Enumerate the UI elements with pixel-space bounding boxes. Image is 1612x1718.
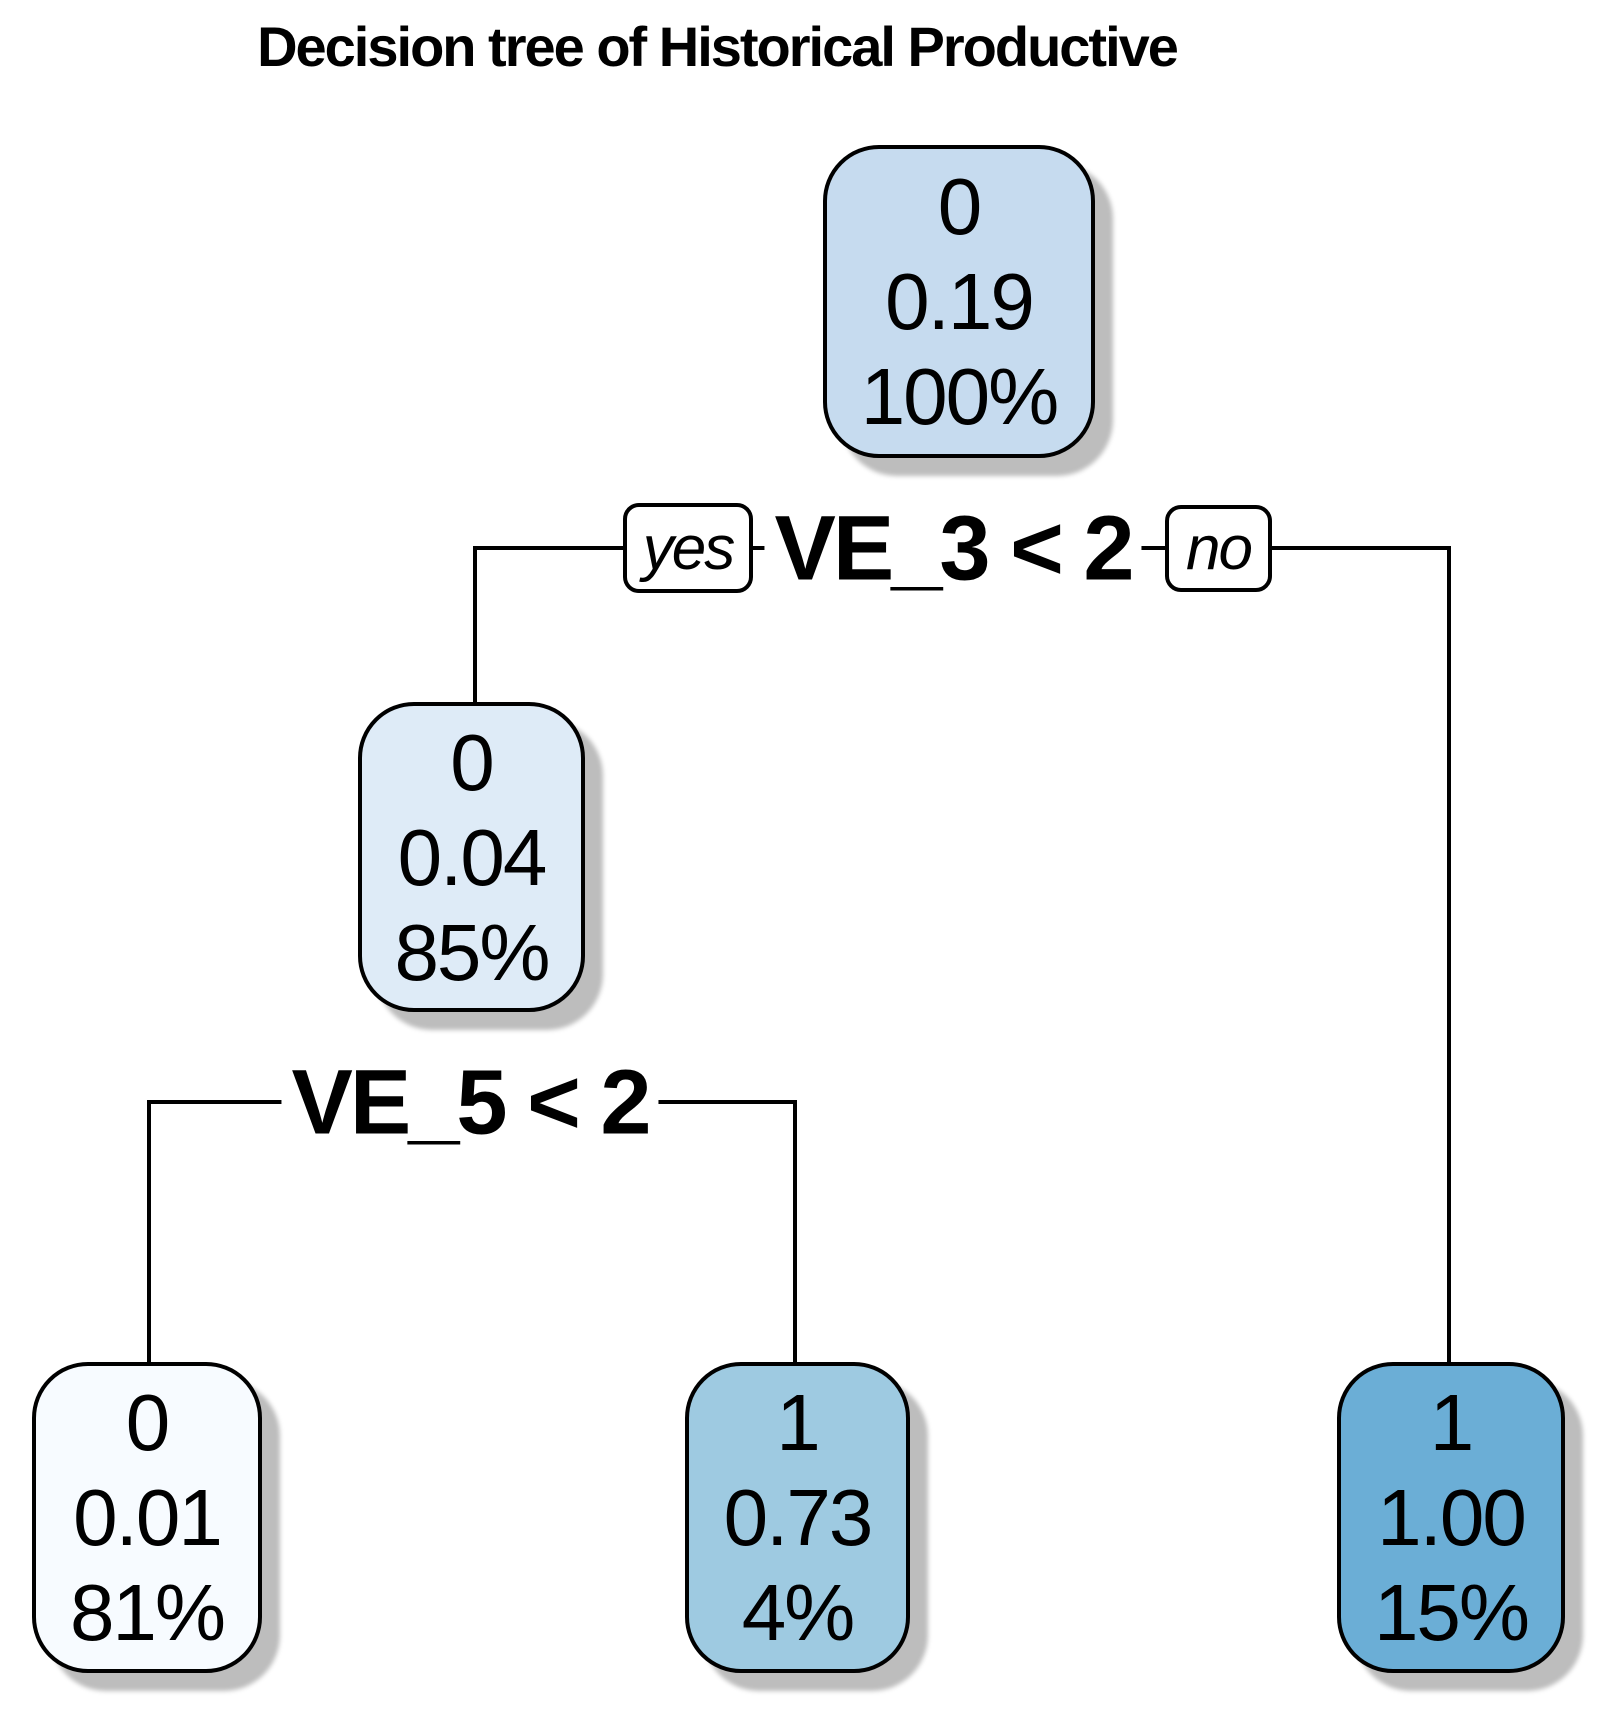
node-class-label: 1 <box>1429 1378 1474 1467</box>
node-coverage-pct: 81% <box>69 1568 226 1657</box>
yes-edge-text: yes <box>642 513 735 583</box>
tree-leaf-15: 1 1.00 15% <box>1337 1362 1565 1673</box>
node-coverage-pct: 15% <box>1373 1568 1530 1657</box>
node-coverage-pct: 85% <box>394 907 550 997</box>
split-condition-ve5: VE_5 < 2 <box>281 1050 659 1156</box>
branch-vline-second-no <box>793 1100 797 1364</box>
node-probability: 0.01 <box>73 1473 223 1562</box>
split-condition-ve3: VE_3 < 2 <box>764 496 1142 602</box>
branch-vline-second-yes <box>147 1100 151 1364</box>
tree-leaf-81: 0 0.01 81% <box>32 1362 262 1673</box>
node-class-label: 0 <box>450 717 494 807</box>
tree-node-internal-85: 0 0.04 85% <box>358 702 585 1012</box>
node-coverage-pct: 100% <box>860 352 1060 441</box>
node-probability: 0.73 <box>723 1473 874 1562</box>
node-probability: 1.00 <box>1377 1473 1527 1562</box>
tree-node-root: 0 0.19 100% <box>823 145 1095 458</box>
node-probability: 0.04 <box>397 812 548 902</box>
yes-edge-label: yes <box>623 503 753 593</box>
no-edge-label: no <box>1165 505 1272 592</box>
node-coverage-pct: 4% <box>741 1568 856 1657</box>
branch-vline-root-yes <box>473 546 477 704</box>
node-class-label: 1 <box>776 1378 820 1467</box>
node-probability: 0.19 <box>885 257 1035 346</box>
plot-title: Decision tree of Historical Productive <box>257 15 1179 78</box>
no-edge-text: no <box>1186 514 1253 583</box>
node-class-label: 0 <box>125 1378 170 1467</box>
node-class-label: 0 <box>937 162 982 251</box>
branch-vline-root-no <box>1447 546 1451 1364</box>
tree-leaf-4: 1 0.73 4% <box>685 1362 910 1673</box>
